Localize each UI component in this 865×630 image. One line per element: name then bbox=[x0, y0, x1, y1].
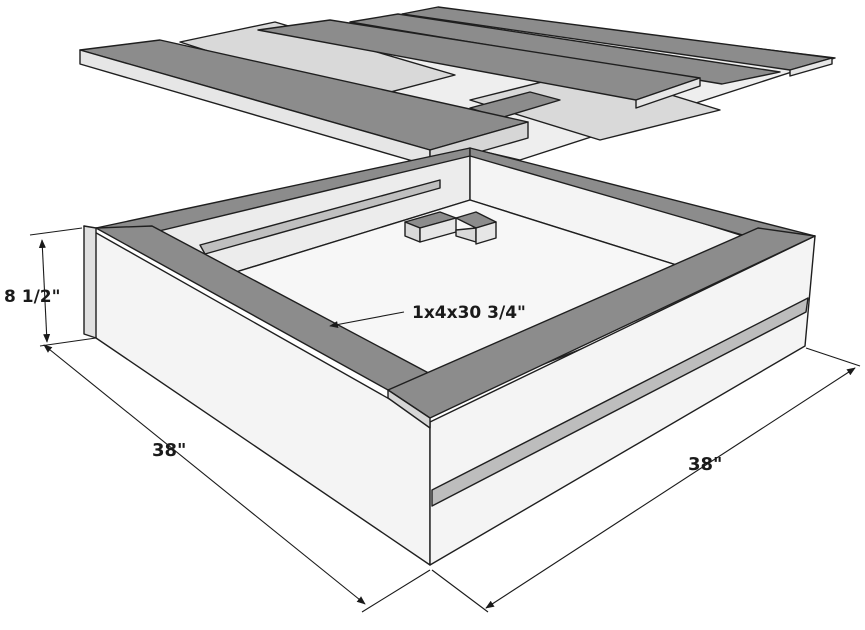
trim-board-label: 1x4x30 3/4" bbox=[412, 303, 526, 323]
right-length-label: 38" bbox=[688, 454, 722, 475]
dimension-right: 38" bbox=[431, 347, 861, 613]
dimension-height: 8 1/2" bbox=[4, 227, 97, 347]
lid-board-4-face bbox=[789, 57, 833, 77]
left-wall-end bbox=[83, 225, 97, 339]
inner-rail bbox=[199, 179, 441, 255]
lid-board-2-face bbox=[635, 77, 701, 109]
corner-block-2-front bbox=[475, 221, 497, 245]
cap-board-edge bbox=[387, 389, 431, 429]
height-label: 8 1/2" bbox=[4, 287, 60, 307]
dimension-left: 38" bbox=[43, 344, 431, 613]
callout-trim: 1x4x30 3/4" bbox=[329, 303, 526, 328]
left-length-label: 38" bbox=[152, 440, 186, 461]
